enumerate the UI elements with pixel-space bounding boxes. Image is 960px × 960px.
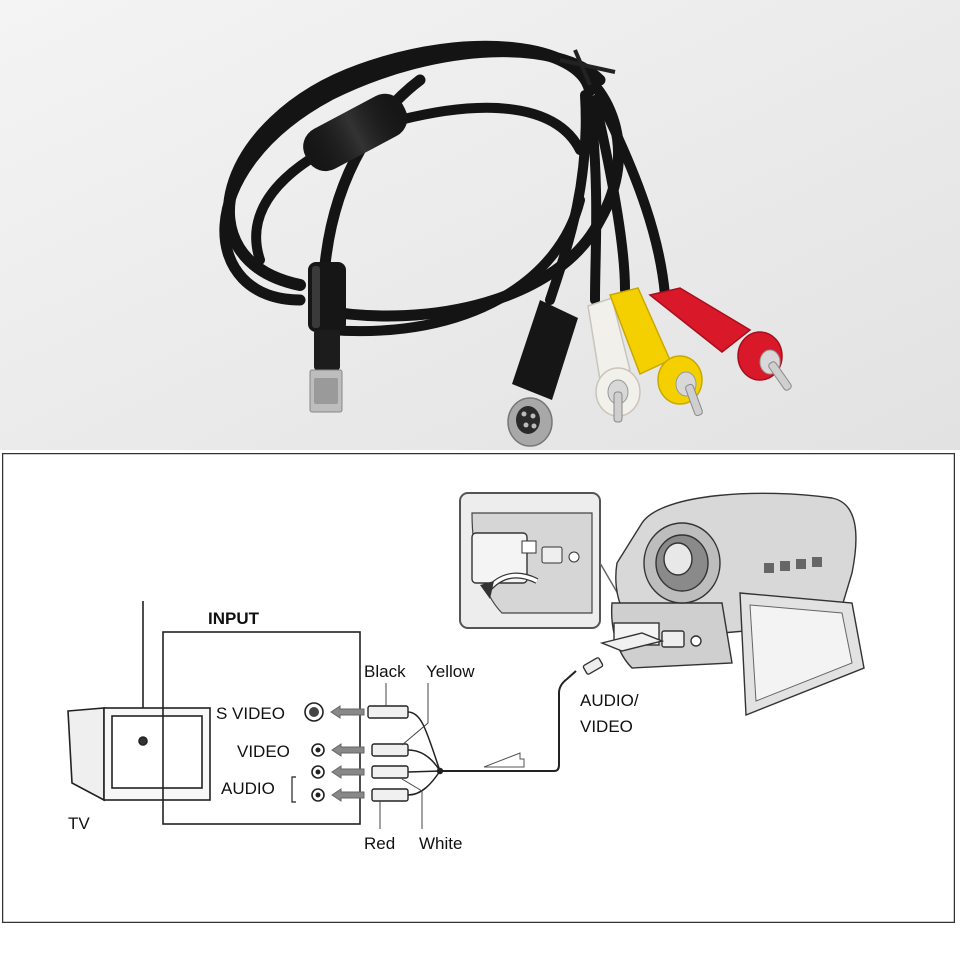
audio-jack-upper — [311, 765, 325, 779]
yellow-label: Yellow — [426, 662, 475, 681]
diagram-cables — [407, 670, 577, 796]
color-leaders — [379, 683, 429, 829]
multi-av-plug — [308, 262, 346, 413]
video-jack — [311, 743, 325, 757]
signal-direction-arrow — [483, 752, 525, 768]
tv-illustration — [67, 601, 211, 802]
white-label: White — [419, 834, 462, 853]
tv-label: TV — [68, 814, 90, 833]
s-video-plug — [507, 300, 578, 447]
diagram-plugs — [367, 705, 409, 802]
cable-photo — [0, 0, 960, 450]
red-label: Red — [364, 834, 395, 853]
port-detail-inset — [459, 492, 633, 629]
ferrite-bead — [303, 93, 408, 172]
audio-label: AUDIO — [221, 779, 275, 798]
input-label: INPUT — [208, 609, 260, 628]
twist-tie — [559, 49, 616, 86]
audio-jack-lower — [311, 788, 325, 802]
white-rca-plug — [587, 297, 641, 423]
s-video-label: S VIDEO — [216, 704, 285, 723]
black-label: Black — [364, 662, 406, 681]
s-video-jack — [304, 702, 324, 722]
connection-diagram: TV INPUT S VIDEO VIDEO AUDIO — [2, 453, 955, 923]
audio-video-label-line1: AUDIO/ — [580, 691, 639, 710]
yellow-rca-plug — [608, 287, 703, 417]
audio-video-label-line2: VIDEO — [580, 717, 633, 736]
insert-arrows — [330, 705, 365, 802]
red-rca-plug — [648, 287, 792, 391]
video-label: VIDEO — [237, 742, 290, 761]
camcorder-illustration — [582, 492, 865, 717]
input-panel — [162, 631, 361, 825]
photo-background — [0, 0, 960, 450]
audio-bracket — [291, 776, 296, 803]
